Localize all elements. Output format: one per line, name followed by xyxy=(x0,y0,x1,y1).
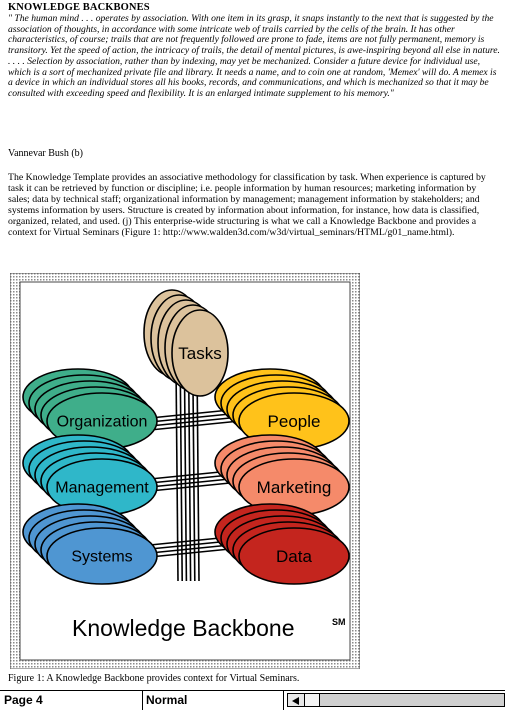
stack-people: People xyxy=(214,368,350,450)
stack-management-label: Management xyxy=(55,480,149,497)
figure-title: Knowledge Backbone xyxy=(72,615,295,641)
stack-systems: Systems xyxy=(22,503,158,585)
page-indicator: Page 4 xyxy=(4,693,43,707)
figure-caption: Figure 1: A Knowledge Backbone provides … xyxy=(8,673,300,684)
figure-title-text: Knowledge Backbone xyxy=(72,615,295,641)
tasks-ellipse-stack: Tasks xyxy=(143,289,229,397)
status-bar: Page 4 Normal xyxy=(0,690,505,710)
quote-author: Vannevar Bush (b) xyxy=(8,148,83,159)
arrow-left-icon[interactable] xyxy=(288,694,305,706)
lattice-vertical-line xyxy=(175,364,179,582)
status-divider xyxy=(142,691,143,710)
body-paragraph: The Knowledge Template provides an assoc… xyxy=(8,172,486,238)
scroll-thumb[interactable] xyxy=(305,694,320,706)
stack-tasks: Tasks xyxy=(143,289,229,397)
stack-systems-label: Systems xyxy=(71,549,132,566)
stack-ellipse xyxy=(171,309,229,397)
stack-data-label: Data xyxy=(276,547,312,566)
figure-title-superscript: SM xyxy=(332,617,346,627)
bush-quote: " The human mind . . . operates by assoc… xyxy=(8,13,500,99)
stack-ellipse xyxy=(46,527,158,585)
stack-organization: Organization xyxy=(22,368,158,450)
document-page: KNOWLEDGE BACKBONES " The human mind . .… xyxy=(8,2,500,684)
stack-marketing-label: Marketing xyxy=(257,478,332,497)
lattice-vertical-line xyxy=(196,364,200,582)
stack-management: Management xyxy=(22,434,158,516)
style-indicator[interactable]: Normal xyxy=(146,693,188,707)
stack-marketing: Marketing xyxy=(214,434,350,516)
horizontal-scrollbar[interactable] xyxy=(287,693,505,707)
stack-people-label: People xyxy=(268,412,321,431)
stack-data: Data xyxy=(214,503,350,585)
stack-organization-label: Organization xyxy=(57,414,148,431)
section-heading: KNOWLEDGE BACKBONES xyxy=(8,2,150,13)
lattice-vertical-line xyxy=(179,364,183,582)
status-divider xyxy=(283,691,284,710)
stack-ellipse xyxy=(238,527,350,585)
stack-tasks-label: Tasks xyxy=(178,344,221,363)
